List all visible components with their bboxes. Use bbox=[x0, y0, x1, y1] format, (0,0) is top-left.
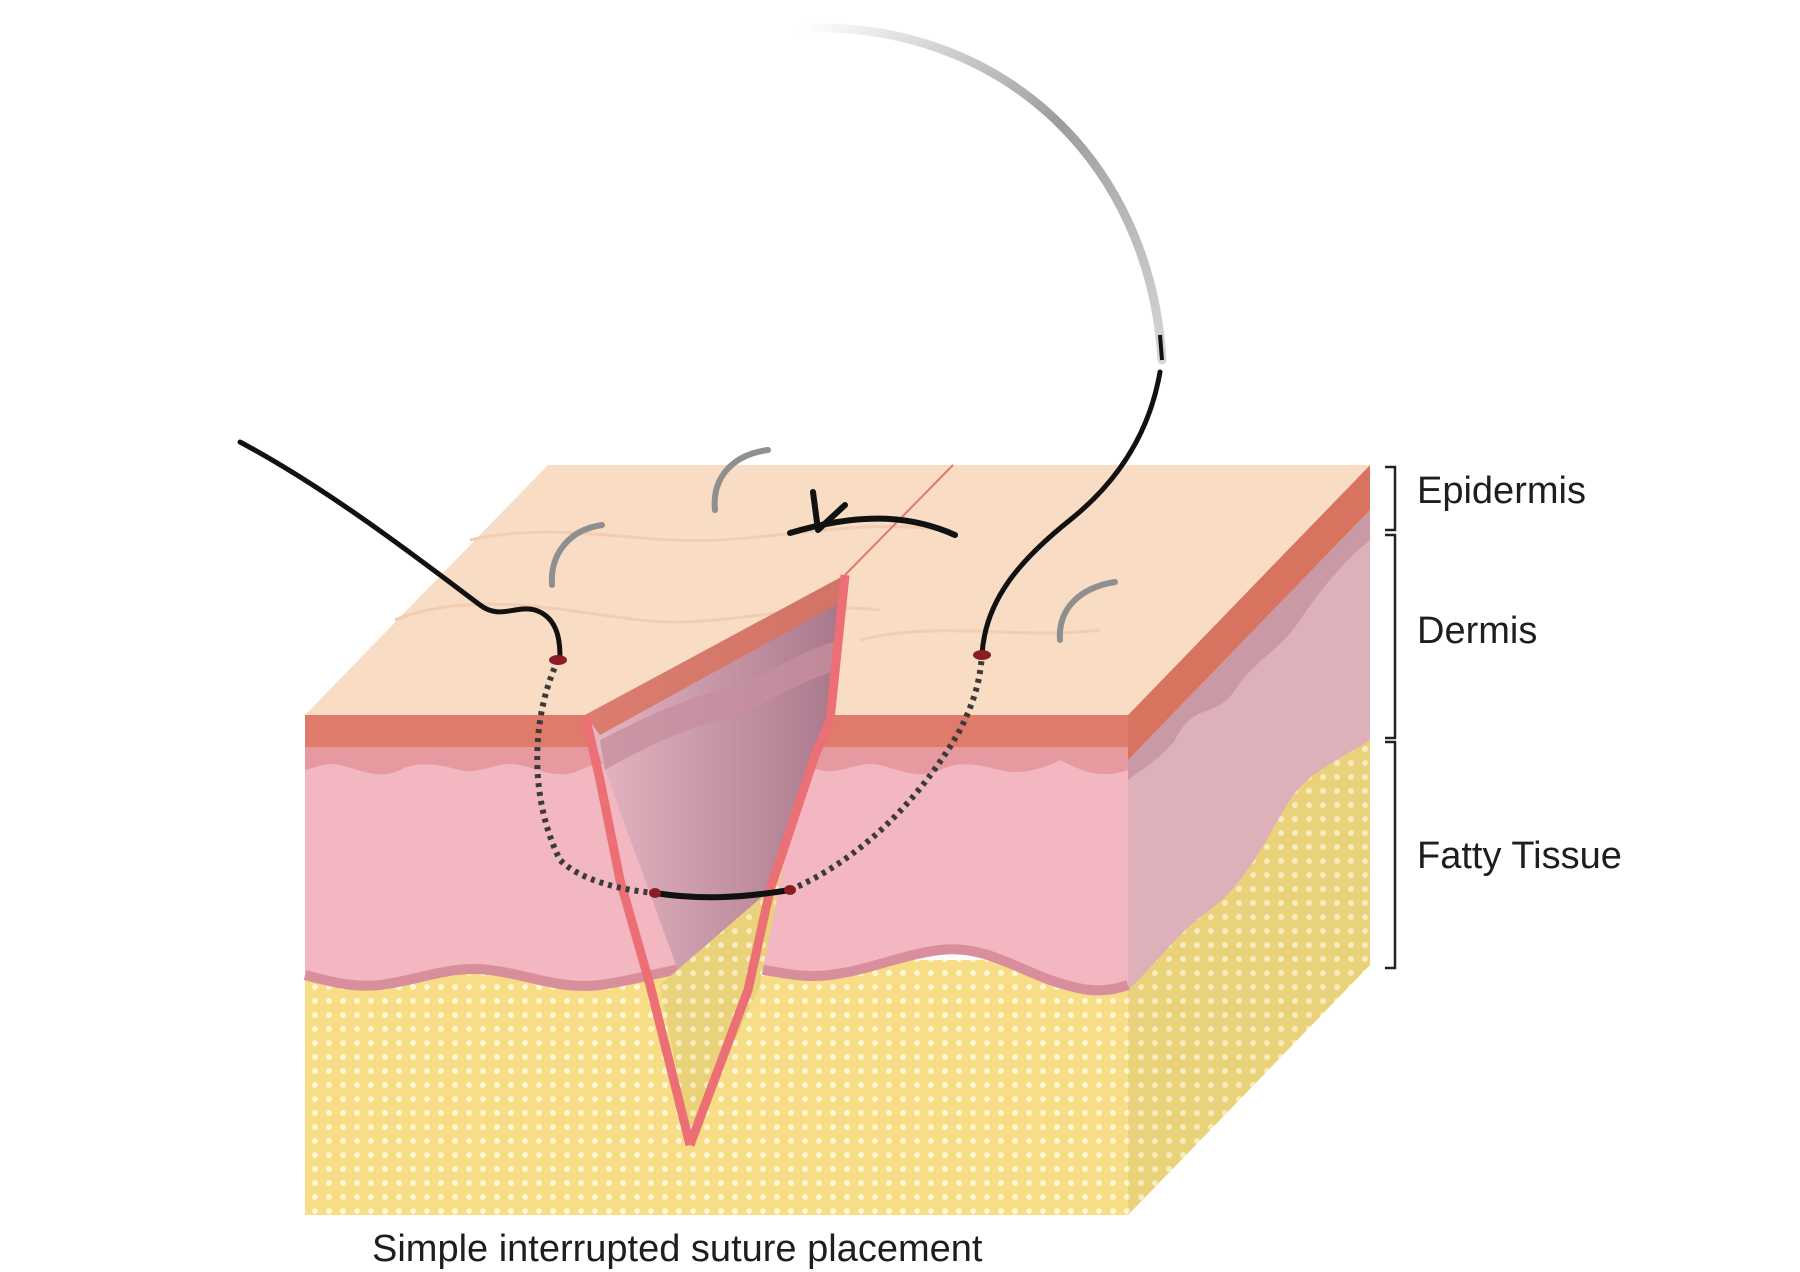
bracket-fatty-tissue bbox=[1385, 740, 1397, 970]
suture-subsurface-left bbox=[534, 658, 656, 896]
side-dermis-wave bbox=[1128, 510, 1370, 780]
diagram-caption: Simple interrupted suture placement bbox=[372, 1228, 983, 1270]
entry-point-left bbox=[549, 655, 567, 665]
needle-eye bbox=[1158, 334, 1164, 361]
block-side-face bbox=[1128, 465, 1370, 1215]
wound-edge-left bbox=[580, 713, 695, 1147]
curved-needle-icon bbox=[795, 23, 1167, 365]
bracket-dermis bbox=[1385, 533, 1397, 740]
side-dermis bbox=[1128, 510, 1370, 990]
layer-brackets bbox=[1385, 465, 1397, 970]
direction-arrow-icon bbox=[787, 489, 958, 538]
top-skin-contour-3 bbox=[859, 628, 1101, 642]
wound-dermis-wave bbox=[600, 640, 840, 770]
top-skin-contour-2 bbox=[469, 525, 951, 543]
wound-top-edge-band bbox=[585, 575, 845, 735]
wound-edge-right bbox=[685, 574, 850, 1147]
label-dermis: Dermis bbox=[1417, 610, 1538, 652]
hair-icon bbox=[548, 522, 605, 588]
wound-fat-exposed bbox=[660, 830, 790, 1140]
suture bbox=[237, 369, 1163, 901]
exit-point-right bbox=[973, 650, 991, 660]
hair-icon bbox=[711, 447, 771, 513]
suture-thread-tail bbox=[237, 439, 563, 663]
suture-thread-to-needle bbox=[979, 369, 1163, 658]
wound-point-right bbox=[784, 885, 796, 895]
label-fatty-tissue: Fatty Tissue bbox=[1417, 835, 1622, 877]
side-epidermis-band bbox=[1128, 465, 1370, 760]
hairs bbox=[548, 447, 1118, 643]
suture-subsurface-right bbox=[788, 654, 985, 893]
label-epidermis: Epidermis bbox=[1417, 470, 1586, 512]
side-fat bbox=[1128, 710, 1370, 1215]
suture-across-wound bbox=[652, 887, 793, 901]
wound bbox=[580, 574, 850, 1147]
hair-icon bbox=[1056, 579, 1118, 643]
bracket-epidermis bbox=[1385, 465, 1397, 532]
wound-point-left bbox=[649, 888, 661, 898]
